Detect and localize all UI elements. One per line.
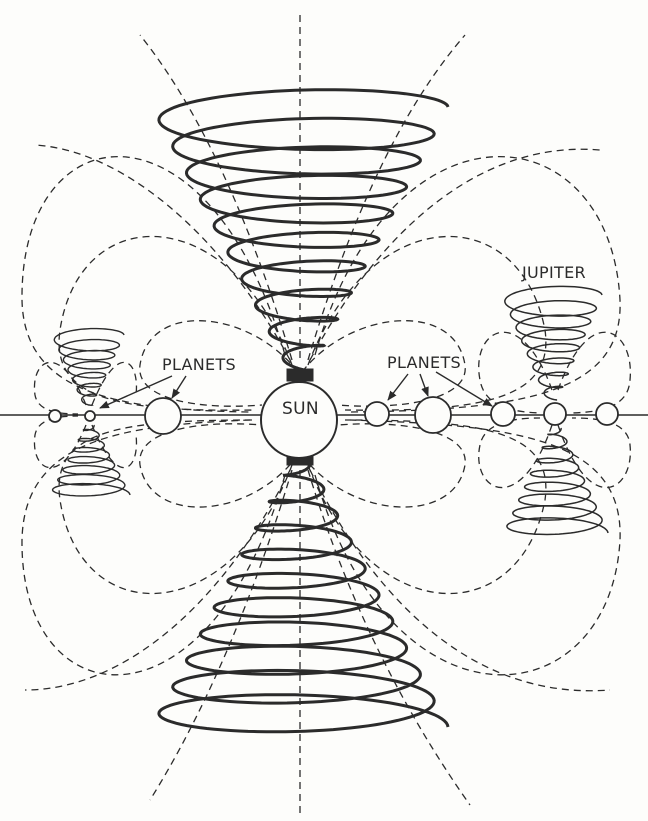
- jupiter-spiral-lower: [506, 427, 609, 536]
- planet-right-large: [414, 396, 452, 434]
- sun-spiral-upper: [157, 88, 450, 374]
- planet-left-small-center: [84, 410, 96, 422]
- field-line-open-bottom-right: [307, 469, 471, 806]
- left-planet-spiral-lower: [51, 424, 131, 497]
- field-loop-outer-lower-left: [21, 419, 286, 676]
- sun-body: [260, 381, 338, 459]
- field-line-open-bottom-left: [149, 469, 293, 801]
- field-loop-outer-lower-right: [314, 419, 621, 676]
- jupiter-spiral-upper: [504, 285, 603, 401]
- label-planets-left: PLANETS: [162, 355, 236, 374]
- arrow-planets-right-to-jupiter-neighbor: [435, 371, 493, 407]
- arrow-planets-right-to-small: [387, 373, 409, 401]
- jupiter-body: [543, 402, 567, 426]
- field-line-open-bottom-far-right: [309, 469, 611, 692]
- field-loop-inner-lower-right: [301, 423, 466, 508]
- field-loop-outer-upper-left: [21, 156, 286, 413]
- field-loop-mid-upper-left: [58, 235, 293, 411]
- sun-neck-upper: [286, 368, 314, 382]
- label-sun: SUN: [282, 399, 319, 419]
- field-loop-inner-upper-right: [301, 320, 466, 407]
- left-planet-spiral-vortices: [51, 327, 131, 497]
- field-loop-mid-upper-right: [307, 235, 547, 411]
- field-line-open-top-far-left: [34, 144, 291, 361]
- sun-spiral-lower: [157, 461, 450, 734]
- field-loop-mid-lower-right: [307, 419, 547, 595]
- left-planet-field-loop-upper: [33, 361, 87, 415]
- planet-near-jupiter: [490, 401, 516, 427]
- sun-spiral-vortices: [157, 88, 450, 734]
- jupiter-spiral-vortices: [504, 285, 609, 536]
- magnetic-field-lines: [21, 15, 632, 815]
- arrow-planets-right-to-large: [419, 373, 429, 397]
- planet-right-small: [364, 401, 390, 427]
- arrow-planets-left-to-planet: [171, 375, 187, 399]
- label-planets-right: PLANETS: [387, 353, 461, 372]
- field-loop-outer-upper-right: [314, 155, 621, 413]
- planet-far-left: [48, 409, 62, 423]
- field-loop-inner-lower-left: [139, 423, 299, 508]
- planet-outer-right: [595, 402, 619, 426]
- label-jupiter: JUPITER: [521, 263, 586, 282]
- jupiter-field-loop-lower-right: [557, 417, 632, 489]
- left-planet-spiral-upper: [53, 327, 125, 407]
- planet-left-large: [144, 397, 182, 435]
- jupiter-field-loop-upper-left: [478, 331, 553, 414]
- field-loop-mid-lower-left: [58, 419, 293, 595]
- arrow-planets-left-to-left: [99, 375, 173, 409]
- field-loop-inner-upper-left: [139, 320, 299, 407]
- field-line-open-bottom-far-left: [24, 469, 291, 691]
- left-planet-field-loop-lower: [33, 415, 87, 469]
